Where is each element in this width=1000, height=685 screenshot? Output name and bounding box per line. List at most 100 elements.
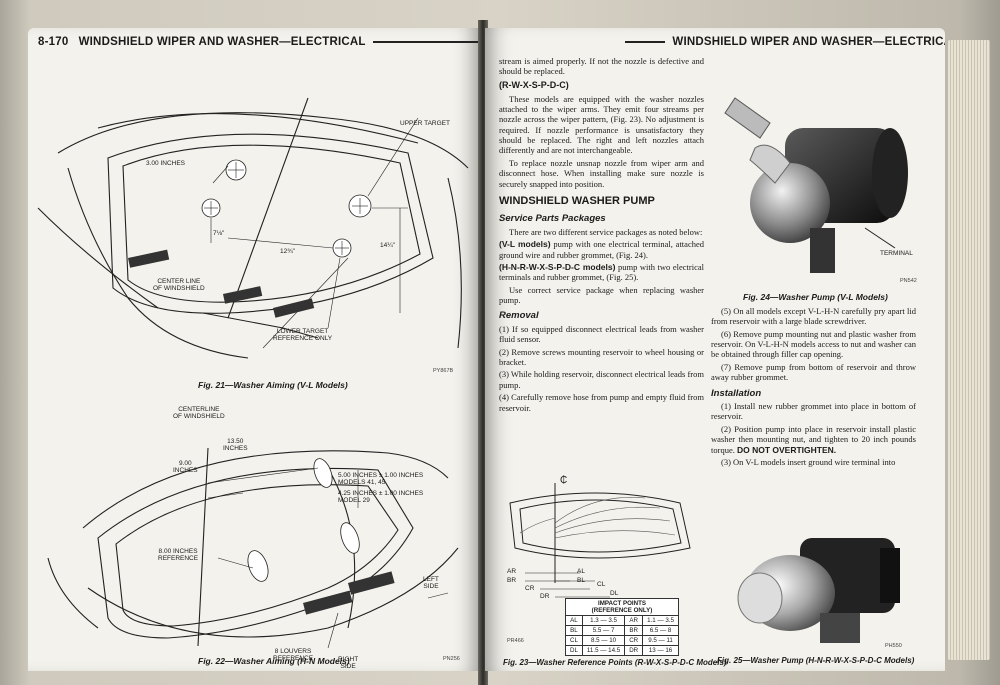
spp-vl-item: (V-L models) pump with one electrical te… xyxy=(499,239,704,260)
removal-heading: Removal xyxy=(499,310,539,322)
fig25-caption: Fig. 25—Washer Pump (H-N-R-W-X-S-P-D-C M… xyxy=(717,656,915,665)
fig24-pump-photo xyxy=(715,88,925,288)
spp-hn-item: (H-N-R-W-X-S-P-D-C models) pump with two… xyxy=(499,262,704,283)
removal-step-5: (5) On all models except V-L-H-N careful… xyxy=(711,306,916,327)
impact-subtitle-text: (REFERENCE ONLY) xyxy=(591,607,653,614)
table-cell: 1.3 — 3.5 xyxy=(581,615,626,626)
install-step-2-text: (2) Position pump into place in reservoi… xyxy=(711,423,916,455)
fig22-dim-1350: 13.50 INCHES xyxy=(223,438,248,453)
table-cell: AL xyxy=(565,615,583,626)
fig22-louvers-label: 8 LOUVERS REFERENCE xyxy=(273,648,314,663)
removal-step-2: (2) Remove screws mounting reservoir to … xyxy=(499,346,704,368)
rwx-paragraph-1: These models are equipped with the washe… xyxy=(499,93,704,156)
fig21-code: PY867B xyxy=(433,368,454,374)
removal-step-3: (3) While holding reservoir, disconnect … xyxy=(499,369,704,390)
fig23-code: PR466 xyxy=(507,638,524,644)
installation-heading: Installation xyxy=(711,387,762,399)
fig22-dim-900: 9.00 INCHES xyxy=(173,460,198,475)
table-cell: CR xyxy=(624,635,644,646)
fig21-caption: Fig. 21—Washer Aiming (V-L Models) xyxy=(198,380,348,390)
fig21-dim-300: 3.00 INCHES xyxy=(146,160,186,167)
fig25-code: PH550 xyxy=(885,643,902,649)
spp-paragraph-1: There are two different service packages… xyxy=(509,226,703,237)
fig23-label-al: AL xyxy=(577,568,585,575)
fig25-pump-photo xyxy=(730,513,920,663)
fig21-centerline-label: CENTER LINE OF WINDSHIELD xyxy=(153,278,205,293)
left-page: 8-170 WINDSHIELD WIPER AND WASHER—ELECTR… xyxy=(28,28,480,671)
fig23-label-br: BR xyxy=(507,577,517,584)
table-cell: CL xyxy=(565,635,583,646)
pump-heading: WINDSHIELD WASHER PUMP xyxy=(499,194,655,207)
left-header-title: WINDSHIELD WIPER AND WASHER—ELECTRICAL xyxy=(78,36,366,48)
spp-vl-text: pump with one electrical terminal, attac… xyxy=(499,239,704,260)
page-stack-edge xyxy=(948,40,990,660)
right-page-header: WINDSHIELD WIPER AND WASHER—ELECTRICAL 8… xyxy=(625,36,945,48)
removal-step-6: (6) Remove pump mounting nut and plastic… xyxy=(711,328,916,360)
fig23-label-dr: DR xyxy=(540,593,550,600)
fig21-dim-7: 7⅛" xyxy=(213,230,225,237)
fig21-drawing xyxy=(37,97,469,359)
rwx-heading: (R-W-X-S-P-D-C) xyxy=(499,79,569,90)
left-page-number: 8-170 xyxy=(38,36,69,48)
table-cell: AR xyxy=(624,615,644,626)
table-cell: DR xyxy=(624,645,644,656)
table-cell: 5.5 — 7 xyxy=(581,625,626,636)
table-cell: 13 — 16 xyxy=(642,645,679,656)
table-cell: 9.5 — 11 xyxy=(642,635,679,646)
table-cell: BL xyxy=(565,625,583,636)
fig22-right-side-label: RIGHT SIDE xyxy=(338,656,359,671)
fig24-caption: Fig. 24—Washer Pump (V-L Models) xyxy=(743,292,888,302)
right-page: WINDSHIELD WIPER AND WASHER—ELECTRICAL 8… xyxy=(485,28,945,671)
fig21-dim-14: 14¼" xyxy=(380,242,395,249)
fig23-label-cl: CL xyxy=(597,581,606,588)
spp-heading: Service Parts Packages xyxy=(499,213,606,225)
table-cell: 6.5 — 8 xyxy=(642,625,679,636)
fig23-centerline-symbol: ₵ xyxy=(560,475,568,486)
removal-step-7: (7) Remove pump from bottom of reservoir… xyxy=(711,361,916,383)
intro-text: stream is aimed properly. If not the noz… xyxy=(499,56,704,77)
fig21-dim-12: 12¾" xyxy=(280,248,295,255)
fig21-lower-target-label: LOWER TARGET REFERENCE ONLY xyxy=(273,328,333,343)
fig22-centerline-label: CENTERLINE OF WINDSHIELD xyxy=(173,406,225,421)
right-col-1: stream is aimed properly. If not the noz… xyxy=(499,56,704,415)
table-cell: DL xyxy=(565,645,583,656)
install-step-2-warning: DO NOT OVERTIGHTEN. xyxy=(736,444,837,455)
header-rule xyxy=(625,41,665,43)
spp-vl-bold: (V-L models) xyxy=(499,239,551,250)
fig22-dim-800: 8.00 INCHES REFERENCE xyxy=(158,548,199,563)
fig23-caption: Fig. 23—Washer Reference Points (R-W-X-S… xyxy=(503,658,727,667)
spp-hn-text: pump with two electrical terminals and r… xyxy=(499,261,704,283)
impact-title-text: IMPACT POINTS xyxy=(597,600,646,607)
fig23-label-ar: AR xyxy=(507,568,517,575)
install-step-2: (2) Position pump into place in reservoi… xyxy=(711,424,916,455)
fig22-caption: Fig. 22—Washer Aiming (H-N Models) xyxy=(198,656,350,666)
spp-paragraph-2: Use correct service package when replaci… xyxy=(499,284,704,306)
fig22-drawing xyxy=(47,447,459,649)
install-step-1: (1) Install new rubber grommet into plac… xyxy=(711,401,916,422)
install-step-3: (3) On V-L models insert ground wire ter… xyxy=(721,456,896,467)
fig22-dim-425: 4.25 INCHES ± 1.00 INCHES MODEL 29 xyxy=(338,490,424,505)
right-header-title: WINDSHIELD WIPER AND WASHER—ELECTRICAL xyxy=(672,36,945,48)
fig22-dim-500: 5.00 INCHES ± 1.00 INCHES MODELS 41, 45 xyxy=(338,472,424,487)
fig22-code: PN256 xyxy=(443,656,460,662)
fig21-upper-target-label: UPPER TARGET xyxy=(400,120,450,127)
fig22-left-side-label: LEFT SIDE xyxy=(423,576,439,591)
fig23-label-cr: CR xyxy=(525,585,535,592)
removal-step-1: (1) If so equipped disconnect electrical… xyxy=(499,324,704,345)
fig23-drawing xyxy=(509,483,691,598)
table-cell: 8.5 — 10 xyxy=(581,635,626,646)
removal-step-4: (4) Carefully remove hose from pump and … xyxy=(499,392,704,413)
spp-hn-bold: (H-N-R-W-X-S-P-D-C models) xyxy=(499,261,616,272)
impact-table-title: IMPACT POINTS(REFERENCE ONLY) xyxy=(565,598,679,616)
table-cell: BR xyxy=(624,625,644,636)
fig23-label-dl: DL xyxy=(610,590,619,597)
fig24-code: PN542 xyxy=(900,278,917,284)
fig23-label-bl: BL xyxy=(577,577,585,584)
header-rule xyxy=(372,41,480,43)
left-page-header: 8-170 WINDSHIELD WIPER AND WASHER—ELECTR… xyxy=(38,36,480,48)
